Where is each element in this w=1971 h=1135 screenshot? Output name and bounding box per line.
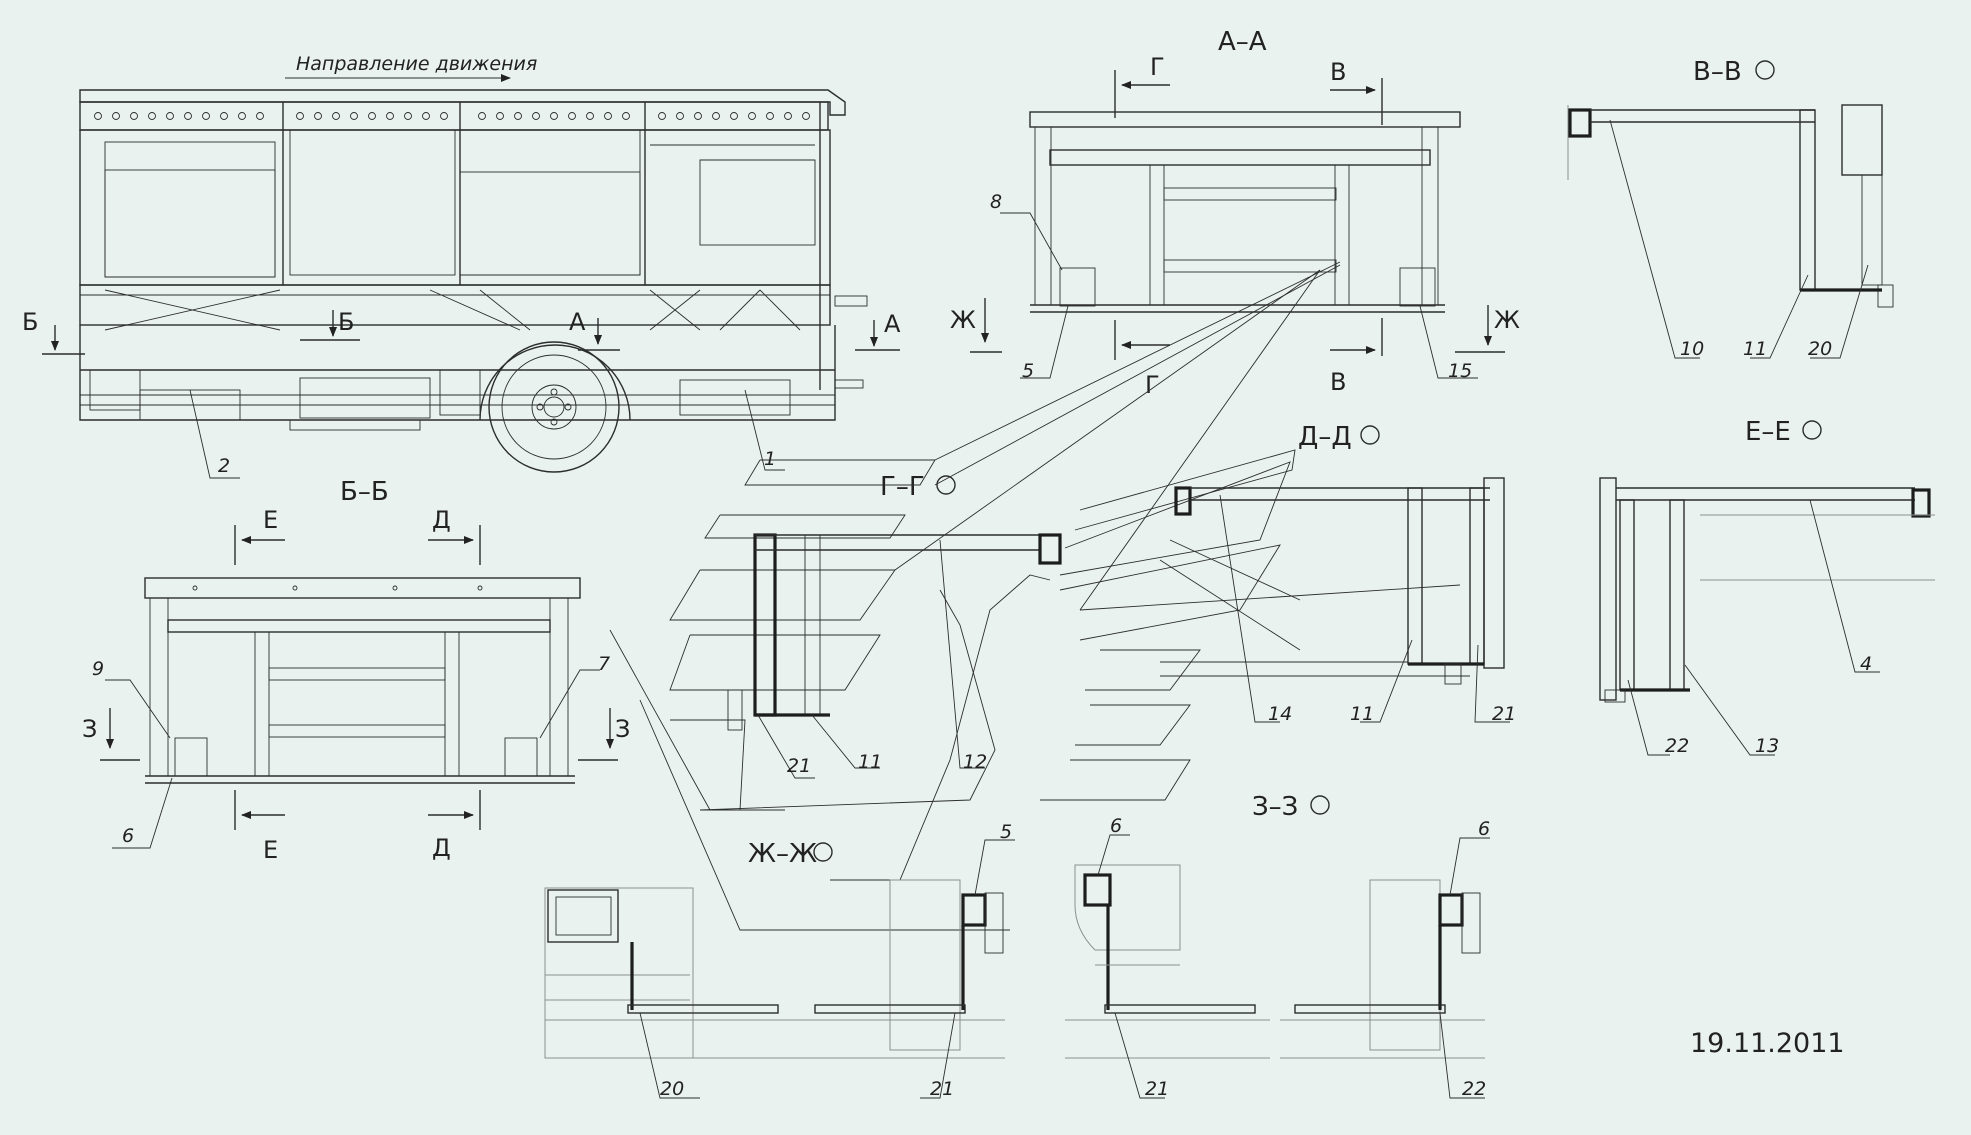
cut-b-left: Б [22, 308, 38, 336]
section-bb: Б–Б Е Д Е Д З З 9 7 [82, 477, 630, 864]
cut-zh-right: Ж [1494, 306, 1520, 334]
section-gg-title: Г–Г [880, 472, 925, 502]
vehicle-side-view: Направление движения [22, 53, 901, 479]
part-15: 15 [1448, 360, 1472, 382]
cut-a-right: А [884, 310, 901, 338]
cut-g-bottom: Г [1145, 371, 1160, 399]
section-ee: Е–Е 4 22 13 [1599, 417, 1935, 757]
section-dd-title: Д–Д [1298, 422, 1352, 452]
section-gg: Г–Г 21 11 12 [609, 261, 1341, 931]
wheel [479, 341, 631, 473]
cut-d-bottom: Д [432, 834, 451, 862]
cut-b-right: Б [338, 308, 354, 336]
part-21-zz: 21 [1145, 1078, 1169, 1100]
part-2: 2 [218, 455, 230, 477]
section-zhzh: Ж–Ж 20 5 21 [544, 821, 1015, 1100]
part-5: 5 [1022, 360, 1034, 382]
part-11-dd: 11 [1350, 703, 1374, 725]
section-bb-title: Б–Б [340, 477, 389, 507]
part-13: 14 [1268, 703, 1292, 725]
part-10: 10 [1680, 338, 1704, 360]
cut-g-top: Г [1150, 53, 1165, 81]
part-14: 13 [1755, 735, 1779, 757]
section-zz: З–З 6 21 6 22 [1065, 792, 1490, 1100]
section-aa: А–А Г В Г В Ж Ж 8 5 15 [950, 27, 1520, 399]
part-9: 9 [92, 658, 104, 680]
section-zhzh-title: Ж–Ж [748, 839, 817, 869]
section-vv-title: В–В [1693, 57, 1742, 87]
drawing-date: 19.11.2011 [1690, 1028, 1845, 1059]
part-12: 12 [963, 751, 987, 773]
part-22-ee: 22 [1665, 735, 1689, 757]
cut-v-top: В [1330, 58, 1346, 86]
part-6-bb: 6 [122, 825, 134, 847]
part-4: 4 [1860, 653, 1872, 675]
part-20-vv: 20 [1808, 338, 1832, 360]
section-dd: Д–Д 14 11 21 [1040, 422, 1516, 801]
section-vv: В–В 10 11 20 [1567, 57, 1894, 360]
part-21-zhzh: 21 [930, 1078, 954, 1100]
roof-holes [94, 112, 810, 120]
cut-d-top: Д [432, 506, 451, 534]
part-1: 1 [764, 448, 776, 470]
part-21-dd: 21 [1492, 703, 1516, 725]
part-22-zz: 22 [1462, 1078, 1486, 1100]
part-6-zz-right: 6 [1478, 818, 1490, 840]
part-6-zz-left: 6 [1110, 815, 1122, 837]
direction-label: Направление движения [296, 53, 537, 75]
part-11-vv: 11 [1743, 338, 1767, 360]
part-7: 7 [598, 653, 610, 675]
part-8: 8 [990, 191, 1002, 213]
cut-z-right: З [615, 715, 630, 743]
part-5-zhzh: 5 [1000, 821, 1012, 843]
section-ee-title: Е–Е [1745, 417, 1791, 447]
part-21-gg: 21 [787, 755, 811, 777]
cut-v-bottom: В [1330, 368, 1346, 396]
cut-a-left: А [569, 308, 586, 336]
part-20-zhzh: 20 [660, 1078, 684, 1100]
cut-zh-left: Ж [950, 306, 976, 334]
cut-e-top: Е [263, 506, 278, 534]
section-aa-title: А–А [1218, 27, 1267, 57]
cut-z-left: З [82, 715, 97, 743]
part-11-gg: 11 [858, 751, 882, 773]
section-zz-title: З–З [1252, 792, 1298, 822]
cut-e-bottom: Е [263, 836, 278, 864]
